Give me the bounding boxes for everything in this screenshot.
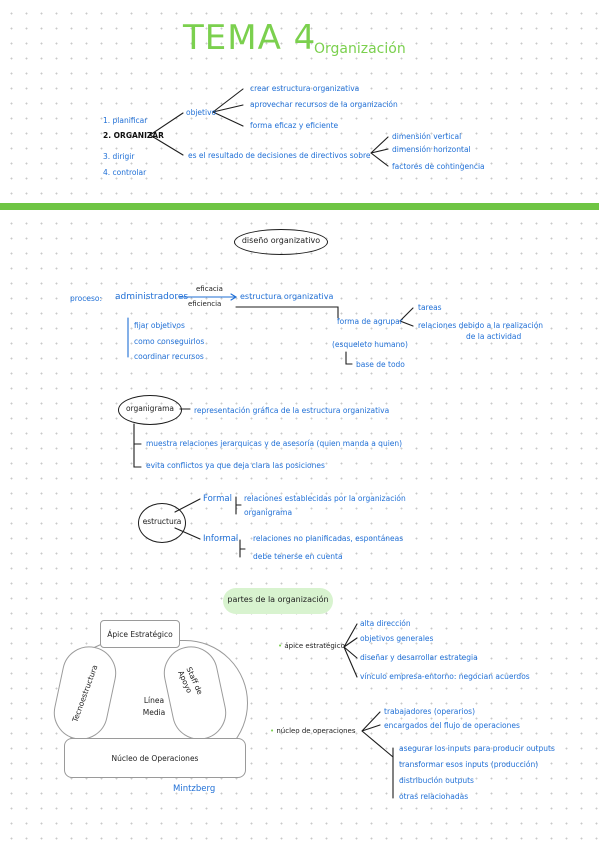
media-label: Media (142, 708, 166, 717)
formal-item-2: organigrama (244, 508, 293, 517)
forma-agrupar: forma de agrupar (337, 317, 403, 326)
diagram-nucleo: Núcleo de Operaciones (64, 738, 246, 778)
forma-actividad: de la actividad (466, 332, 522, 341)
admin-item-fijar: fijar objetivos (134, 321, 185, 330)
organigrama-item-2: muestra relaciones jerarquicas y de ases… (146, 439, 403, 448)
apice-item-4: vínculo empresa-entorno: negocian acuerd… (360, 672, 530, 681)
informal-item-2: debe tenerse en cuenta (253, 552, 343, 561)
nucleo-item-2: encargados del flujo de operaciones (384, 721, 520, 730)
formal-item-1: relaciones establecidas por la organizac… (244, 494, 406, 503)
brace-sobre (370, 136, 389, 167)
organigrama-item-1: representación gráfica de la estructura … (194, 406, 390, 415)
estructura-oval: estructura (138, 503, 186, 543)
brace-apice (343, 623, 358, 678)
nucleo-item-4: transformar esos inputs (producción) (399, 760, 539, 769)
dimension-horizontal: dimensión horizontal (392, 145, 471, 154)
objetivo-item-3: forma eficaz y eficiente (250, 121, 339, 130)
section-divider (0, 203, 599, 210)
informal-item-1: relaciones no planificadas, espontáneas (253, 534, 404, 543)
base-bracket (345, 351, 353, 365)
bracket-organigrama (133, 423, 142, 468)
eficacia-label: eficacia (196, 285, 223, 293)
brace-organizar (149, 112, 184, 156)
forma-relaciones: relaciones debido a la realización (418, 321, 544, 330)
informal-label: Informal (203, 534, 239, 544)
apice-item-1: alta dirección (360, 619, 411, 628)
administradores-label: administradores (115, 292, 189, 302)
tecno-label: Tecnoestructura (70, 663, 100, 723)
page-subtitle: Organización (314, 41, 406, 57)
nucleo-item-5: distribución outputs (399, 776, 474, 785)
mintzberg-credit: Mintzberg (173, 784, 216, 794)
factores-contingencia: factores de contingencia (392, 162, 485, 171)
apice-label: • ápice estratégico (278, 642, 345, 650)
bracket-formal (235, 496, 242, 515)
brace-objetivo (212, 88, 244, 127)
objetivo-item-1: crear estructura organizativa (250, 84, 360, 93)
brace-nucleo (361, 711, 394, 758)
nucleo-label: • núcleo de operaciones (270, 727, 356, 735)
partes-heading-bg: partes de la organización (223, 588, 333, 614)
organigrama-oval: organigrama (118, 395, 182, 425)
eficiencia-label: eficiencia (188, 300, 222, 308)
diagram-nucleo-label: Núcleo de Operaciones (111, 753, 199, 763)
line-estructura (235, 306, 339, 319)
formal-label: Formal (203, 494, 232, 504)
step-planificar: 1. planificar (103, 116, 148, 125)
nucleo-item-3: asegurar los inputs para producir output… (399, 744, 555, 753)
estructura-label: estructura (142, 517, 182, 526)
bracket-informal (239, 539, 246, 558)
admin-item-como: como conseguirlos (134, 337, 205, 346)
apice-item-3: diseñar y desarrollar estrategia (360, 653, 478, 662)
brace-forma (399, 307, 414, 327)
resultado-text: es el resultado de decisiones de directi… (188, 151, 371, 160)
dimension-vertical: dimensión vertical (392, 132, 462, 141)
diseno-heading: diseño organizativo (241, 236, 321, 245)
linea-label: Línea (143, 696, 165, 705)
arrow-eficacia (179, 293, 238, 301)
apice-label-text: ápice estratégico (284, 642, 345, 650)
organigrama-item-3: evita conflictos ya que deja clara las p… (146, 461, 325, 470)
staff-label: Staff de Apoyo (176, 665, 205, 696)
page-title: TEMA 4 (183, 18, 317, 58)
diseno-heading-oval: diseño organizativo (234, 229, 328, 255)
nucleo-item-6: otras relacionadas (399, 792, 469, 801)
step-controlar: 4. controlar (103, 168, 147, 177)
nucleo-item-1: trabajadores (operarios) (384, 707, 475, 716)
esqueleto-humano: (esqueleto humano) (332, 340, 408, 349)
proceso-label: proceso: (70, 294, 103, 303)
forma-tareas: tareas (418, 303, 442, 312)
step-dirigir: 3. dirigir (103, 152, 135, 161)
partes-heading: partes de la organización (227, 595, 329, 604)
organigrama-label: organigrama (125, 404, 175, 413)
diagram-apice-label: Ápice Estratégico (107, 629, 173, 639)
estructura-organizativa-label: estructura organizativa (240, 292, 334, 301)
base-de-todo: base de todo (356, 360, 405, 369)
admin-item-coordinar: coordinar recursos (134, 352, 204, 361)
step-organizar: 2. ORGANIZAR (103, 131, 164, 140)
objetivo-label: objetivo (186, 108, 217, 117)
objetivo-item-2: aprovechar recursos de la organización (250, 100, 398, 109)
nucleo-label-text: núcleo de operaciones (276, 727, 356, 735)
diagram-apice: Ápice Estratégico (100, 620, 180, 648)
apice-item-2: objetivos generales (360, 634, 434, 643)
